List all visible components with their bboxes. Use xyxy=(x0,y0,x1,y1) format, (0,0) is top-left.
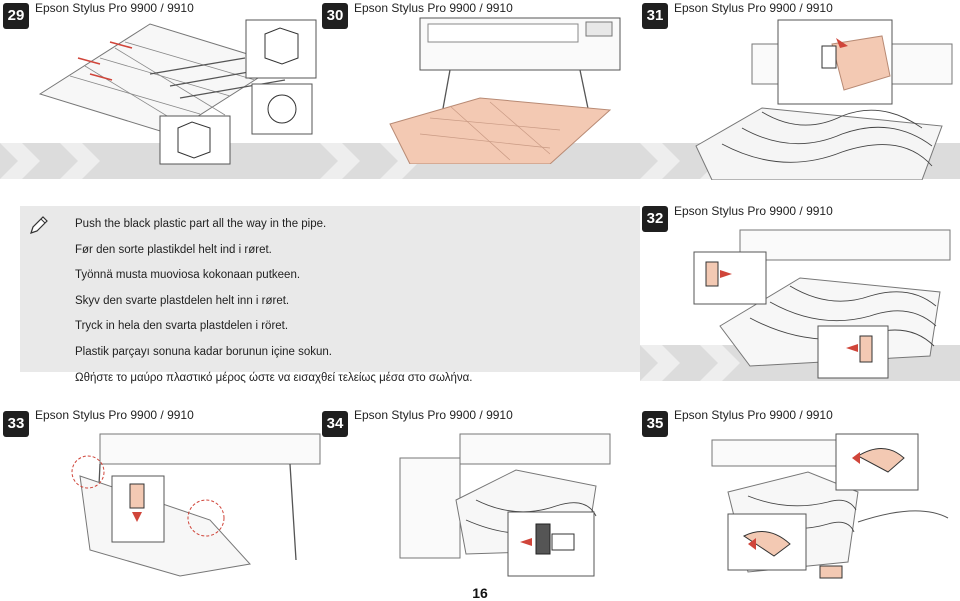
page-number: 16 xyxy=(472,585,488,601)
note-text-list: Push the black plastic part all the way … xyxy=(75,212,472,391)
step-title: Epson Stylus Pro 9900 / 9910 xyxy=(35,408,194,422)
illustration-step-34 xyxy=(399,433,611,577)
step-title: Epson Stylus Pro 9900 / 9910 xyxy=(674,408,833,422)
step-title: Epson Stylus Pro 9900 / 9910 xyxy=(674,1,833,15)
illustration-step-31 xyxy=(695,19,953,180)
illustration-step-35 xyxy=(711,433,949,579)
note-line: Työnnä musta muoviosa kokonaan putkeen. xyxy=(75,269,301,282)
illustration-step-32 xyxy=(693,229,951,379)
step-number: 31 xyxy=(642,3,668,29)
note-line: Skyv den svarte plastdelen helt inn i rø… xyxy=(75,294,290,307)
step-number: 32 xyxy=(642,206,668,232)
step-number: 34 xyxy=(322,411,348,437)
step-number: 33 xyxy=(3,411,29,437)
note-line: Før den sorte plastikdel helt ind i røre… xyxy=(75,243,272,256)
note-line: Tryck in hela den svarta plastdelen i rö… xyxy=(75,320,289,333)
step-title: Epson Stylus Pro 9900 / 9910 xyxy=(354,408,513,422)
illustration-step-30 xyxy=(389,17,621,164)
note-line: Push the black plastic part all the way … xyxy=(75,218,327,230)
step-title: Epson Stylus Pro 9900 / 9910 xyxy=(35,1,194,15)
illustration-step-29 xyxy=(38,19,317,165)
step-number: 35 xyxy=(642,411,668,437)
step-title: Epson Stylus Pro 9900 / 9910 xyxy=(354,1,513,15)
step-title: Epson Stylus Pro 9900 / 9910 xyxy=(674,204,833,218)
illustration-step-33 xyxy=(71,433,321,577)
note-box: Push the black plastic part all the way … xyxy=(20,206,640,384)
note-line: Plastik parçayı sonuna kadar borunun içi… xyxy=(75,345,332,358)
note-line: Ωθήστε το μαύρο πλαστικό μέρος ώστε να ε… xyxy=(75,371,473,384)
step-number: 30 xyxy=(322,3,348,29)
step-number: 29 xyxy=(3,3,29,29)
pencil-icon xyxy=(30,216,48,234)
